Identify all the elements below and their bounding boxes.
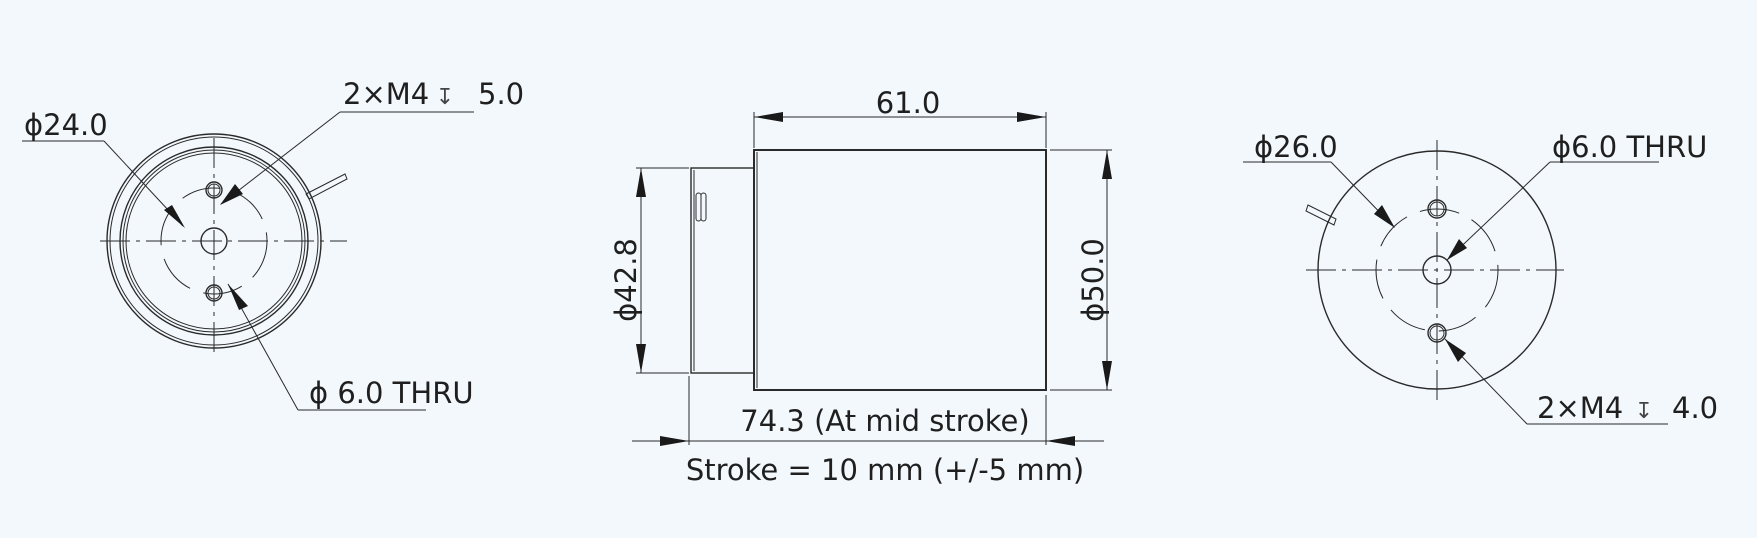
arrow-icon [1445,339,1466,362]
threaded-hole-top [1427,199,1447,219]
cable-stub [1305,204,1337,226]
arrow-icon [1046,436,1075,446]
arrow-icon [228,284,248,310]
cable-stub [305,173,348,200]
thru-hole-label: ϕ6.0 THRU [1552,130,1707,164]
arrow-icon [1447,239,1467,260]
threaded-hole-top-inner [1429,201,1445,217]
side-view: 61.0 ϕ42.8 ϕ50.0 74.3 (At mid stroke) St… [609,86,1112,487]
threaded-hole-label: 2×M4 [343,77,429,111]
arrow-icon [164,205,185,228]
body-length-label: 61.0 [876,86,941,120]
threaded-depth-label: 5.0 [478,77,524,111]
threaded-hole-top [205,181,223,199]
depth-icon: ↧ [436,85,454,110]
threaded-hole-bottom-inner [207,286,221,300]
arrow-icon [1017,112,1046,122]
threaded-hole-bottom [205,284,223,302]
arrow-icon [636,168,646,197]
arrow-icon [1102,361,1112,390]
stroke-label: Stroke = 10 mm (+/-5 mm) [686,453,1084,487]
cable-slot [695,192,702,222]
threaded-hole-top-inner [207,183,221,197]
small-diameter-label: ϕ42.8 [609,238,643,322]
arrow-icon [660,436,689,446]
body-diameter-label: ϕ50.0 [1076,238,1110,322]
rear-view-right: ϕ26.0 ϕ6.0 THRU 2×M4 ↧ 4.0 [1243,130,1718,425]
leader-threaded [220,111,341,205]
center-thru-hole [1422,255,1452,285]
threaded-depth-label: 4.0 [1672,391,1718,425]
threaded-hole-bottom-inner [1429,325,1445,341]
thru-hole-label: ϕ 6.0 THRU [309,376,474,410]
arrow-icon [636,344,646,373]
arrow-icon [1102,150,1112,179]
pcd-label: ϕ24.0 [24,108,108,142]
cable-slot [700,192,707,222]
total-length-label: 74.3 (At mid stroke) [740,404,1029,438]
leader-thru [1446,161,1551,261]
front-view-left: ϕ24.0 2×M4 ↧ 5.0 ϕ 6.0 THRU [22,77,524,411]
center-thru-hole [200,227,228,255]
arrow-icon [1374,205,1395,228]
depth-icon: ↧ [1635,399,1653,424]
arrow-icon [220,184,243,205]
threaded-hole-bottom [1427,323,1447,343]
pcd-label: ϕ26.0 [1254,130,1338,164]
threaded-hole-label: 2×M4 [1537,391,1623,425]
main-body [753,149,1047,391]
moving-cylinder [690,167,755,374]
arrow-icon [754,112,783,122]
